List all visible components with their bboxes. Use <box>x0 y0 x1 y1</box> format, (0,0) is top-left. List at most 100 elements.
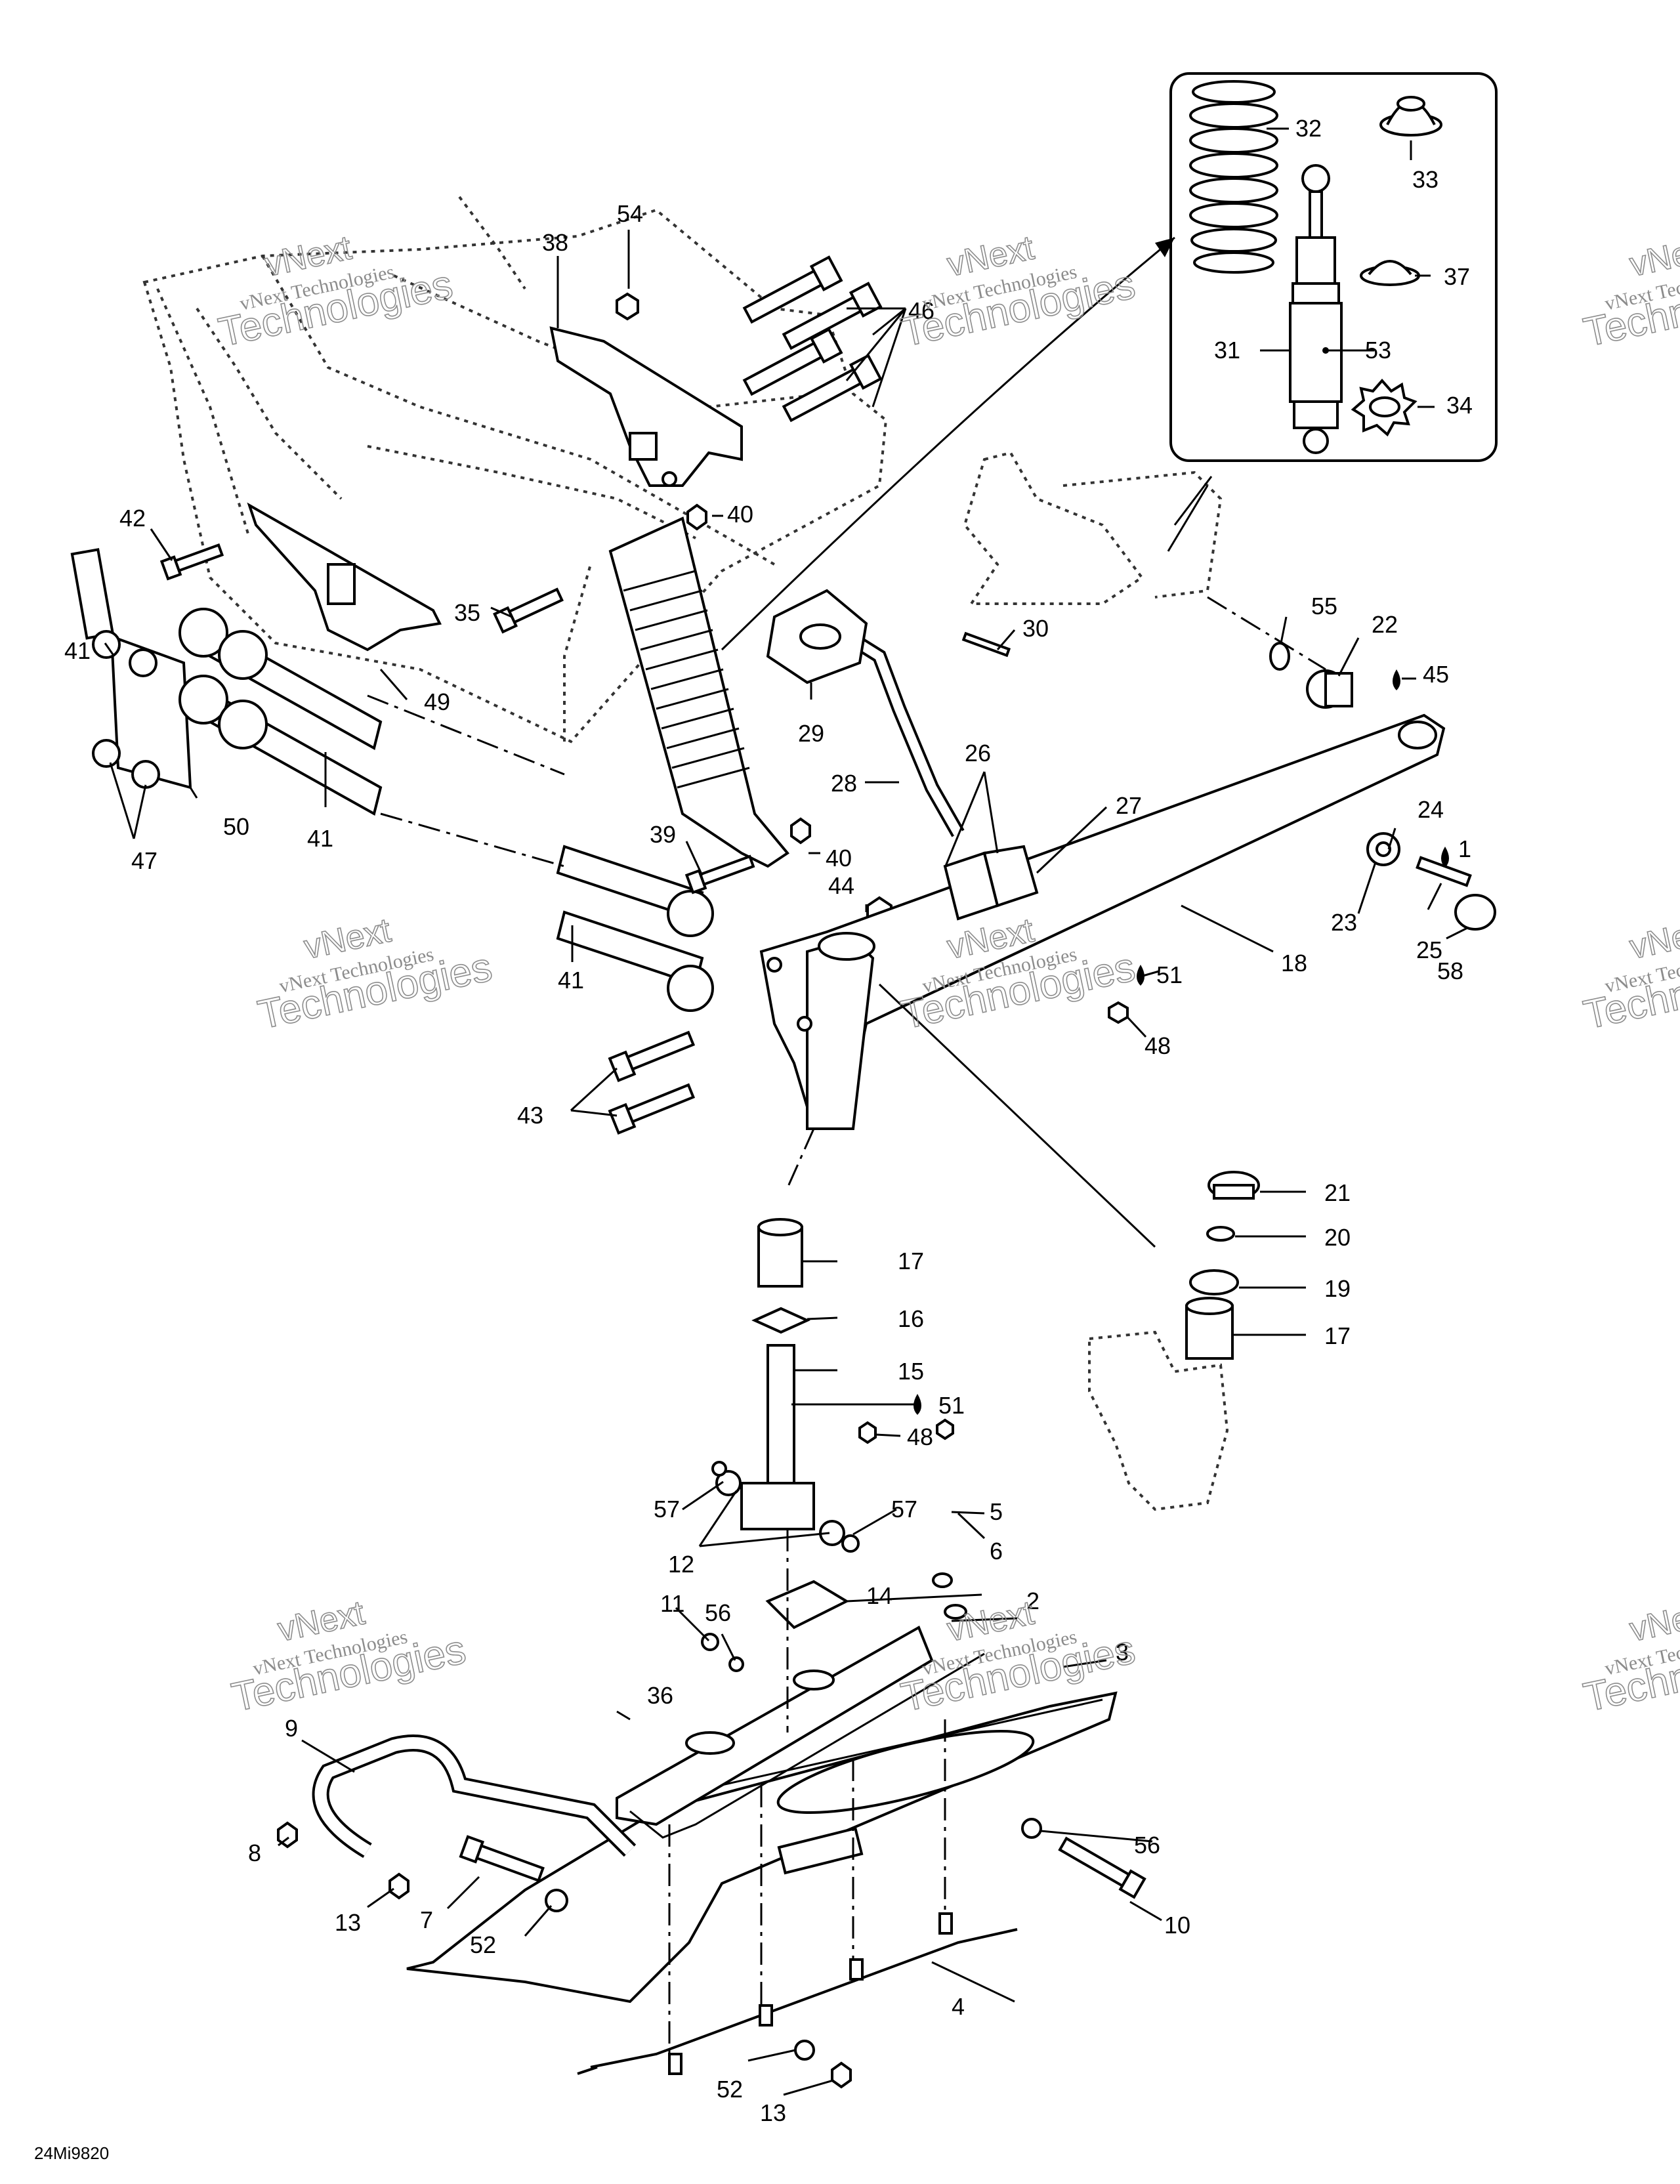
callout-7: 7 <box>420 1906 433 1933</box>
bolt-39 <box>684 854 755 894</box>
adjuster-nut <box>1351 378 1418 437</box>
callout-56-top: 56 <box>705 1599 731 1626</box>
callout-15: 15 <box>898 1358 924 1385</box>
callout-28: 28 <box>831 770 857 797</box>
callout-labels: 1 2 3 4 5 6 7 8 9 10 11 12 13 13 14 15 1… <box>64 115 1473 2126</box>
svg-text:vNext: vNext <box>1626 1594 1680 1649</box>
watermark-2: vNext vNext Technologies Technologies <box>896 228 1139 356</box>
callout-27: 27 <box>1116 792 1142 819</box>
callout-55: 55 <box>1311 593 1337 620</box>
callout-22: 22 <box>1372 611 1398 638</box>
nuts-47 <box>92 630 160 789</box>
watermark-6: vNext vNext Technologies Technologies <box>1579 911 1680 1039</box>
callout-31: 31 <box>1214 337 1240 364</box>
callout-51-bottom: 51 <box>938 1392 965 1419</box>
ski <box>406 1691 1118 2075</box>
callout-36: 36 <box>647 1682 673 1709</box>
callout-17-right: 17 <box>1324 1322 1351 1349</box>
callout-58: 58 <box>1437 957 1463 984</box>
arm-pivot-parts <box>1207 596 1496 931</box>
bolts-46 <box>742 255 883 423</box>
callout-19: 19 <box>1324 1275 1351 1302</box>
callout-26: 26 <box>965 740 991 766</box>
callout-2: 2 <box>1026 1587 1040 1614</box>
callout-14: 14 <box>866 1582 892 1609</box>
callout-44: 44 <box>828 872 854 899</box>
callout-37: 37 <box>1444 263 1470 290</box>
callout-35: 35 <box>454 599 480 626</box>
watermark-4: vNext vNext Technologies Technologies <box>253 911 496 1039</box>
callout-46: 46 <box>908 297 934 324</box>
drawing-id: 24Mi9820 <box>34 2143 109 2163</box>
callout-48-bottom: 48 <box>907 1423 933 1450</box>
callout-50: 50 <box>223 813 249 840</box>
callout-47: 47 <box>131 847 158 874</box>
torque-rods <box>70 548 714 1012</box>
callout-33: 33 <box>1412 166 1438 193</box>
inset-arrow <box>721 236 1175 651</box>
callout-51-top: 51 <box>1156 961 1183 988</box>
grease-drips <box>914 669 1449 1415</box>
callout-52-bottom: 52 <box>717 2076 743 2103</box>
callout-57-left: 57 <box>654 1496 680 1522</box>
bolt-35 <box>493 587 564 634</box>
watermark-3: vNext vNext Technologies Technologies <box>1579 228 1680 356</box>
sway-bar <box>766 589 1039 921</box>
callout-45: 45 <box>1423 661 1449 688</box>
callout-30: 30 <box>1022 615 1049 642</box>
callout-8: 8 <box>248 1839 261 1866</box>
callout-18: 18 <box>1281 950 1307 976</box>
callout-34: 34 <box>1446 392 1473 419</box>
callout-21: 21 <box>1324 1179 1351 1206</box>
callout-54: 54 <box>617 200 643 227</box>
watermark-7: vNext vNext Technologies Technologies <box>227 1593 470 1721</box>
spring <box>1189 80 1278 274</box>
shock-absorber <box>1289 164 1343 454</box>
spindle-centerline-upper <box>786 1128 815 1188</box>
callout-16: 16 <box>898 1305 924 1332</box>
watermark-1: vNext vNext Technologies Technologies <box>214 228 457 356</box>
callout-40-bottom: 40 <box>826 845 852 872</box>
callout-3: 3 <box>1116 1639 1129 1666</box>
callout-39: 39 <box>650 821 676 848</box>
shock-inset <box>1169 72 1498 462</box>
spring-seat <box>1379 96 1442 136</box>
ski-hardware <box>277 1418 1146 2089</box>
callout-57-right: 57 <box>891 1496 917 1522</box>
inset-arrow-head <box>1155 238 1175 257</box>
callout-25: 25 <box>1416 936 1442 963</box>
fitting-48-top <box>1108 1001 1129 1024</box>
callout-9: 9 <box>285 1715 298 1742</box>
callout-5: 5 <box>990 1498 1003 1525</box>
callout-13-top: 13 <box>335 1909 361 1936</box>
callout-41-middle: 41 <box>307 825 333 852</box>
callout-10: 10 <box>1164 1912 1190 1939</box>
callout-12: 12 <box>668 1551 694 1578</box>
callout-11: 11 <box>660 1590 684 1617</box>
callout-23: 23 <box>1331 909 1357 936</box>
callout-17-left: 17 <box>898 1248 924 1274</box>
callout-32: 32 <box>1295 115 1322 142</box>
callout-42: 42 <box>119 505 146 532</box>
callout-53: 53 <box>1365 337 1391 364</box>
watermark-9: vNext vNext Technologies Technologies <box>1579 1593 1680 1721</box>
callout-41-bottom: 41 <box>558 967 584 994</box>
callout-49: 49 <box>424 688 450 715</box>
bolt-42 <box>159 543 224 581</box>
callout-6: 6 <box>990 1538 1003 1564</box>
callout-1: 1 <box>1458 835 1471 862</box>
nut-40-bottom <box>790 817 811 845</box>
leader-lines <box>104 230 1468 2096</box>
callout-13-bottom: 13 <box>760 2099 786 2126</box>
trailing-arm <box>759 713 1446 1248</box>
callout-20: 20 <box>1324 1224 1351 1251</box>
spindle-cap-parts <box>1185 1171 1260 1360</box>
callout-38: 38 <box>542 229 568 256</box>
svg-text:vNext: vNext <box>1626 229 1680 284</box>
pin-30 <box>961 631 1011 658</box>
callout-43: 43 <box>517 1102 543 1129</box>
nut-40-top <box>686 503 707 531</box>
svg-text:vNext: vNext <box>1626 912 1680 967</box>
ski-handle <box>312 1734 637 1858</box>
